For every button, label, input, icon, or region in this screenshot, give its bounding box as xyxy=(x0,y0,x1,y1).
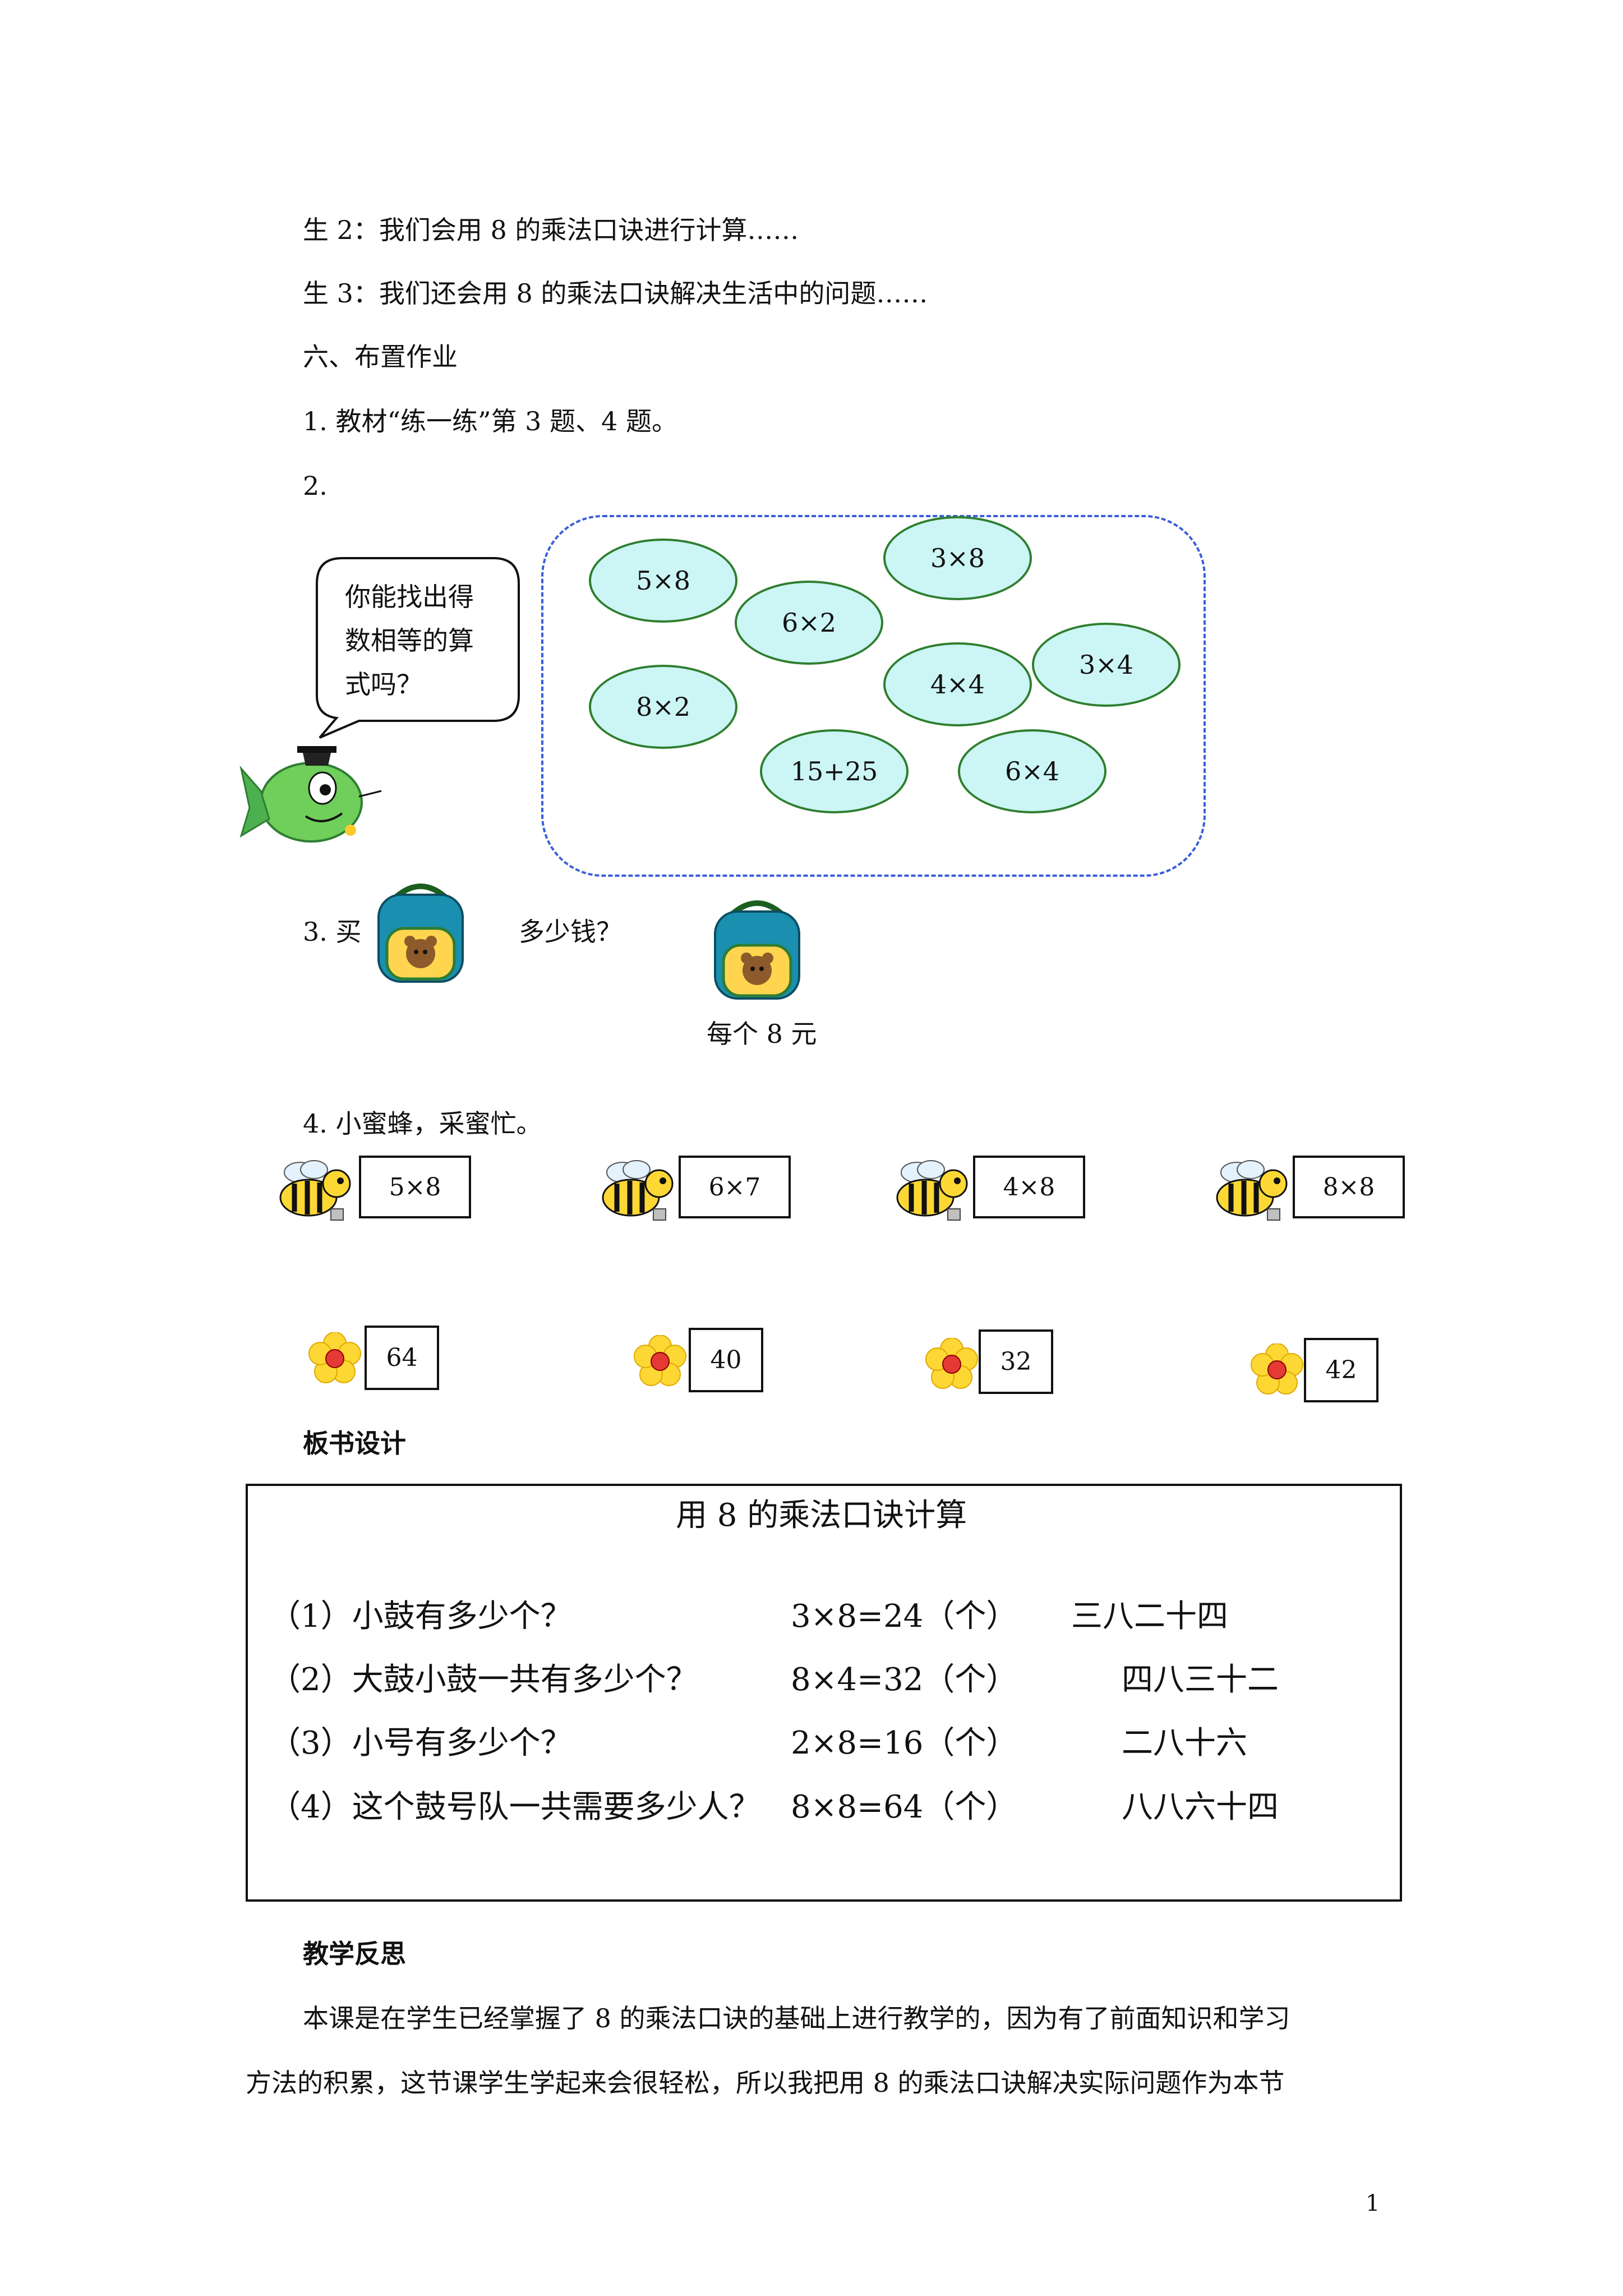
bubble-line-2: 数相等的算 xyxy=(345,625,474,656)
homework-heading: 六、布置作业 xyxy=(303,342,458,372)
q4-title: 4. 小蜜蜂，采蜜忙。 xyxy=(303,1108,542,1139)
oval-expression: 6×4 xyxy=(958,729,1106,813)
board-rhyme: 三八二十四 xyxy=(1071,1598,1228,1635)
homework-item-1: 1. 教材“练一练”第 3 题、4 题。 xyxy=(303,406,677,436)
student2-line: 生 2：我们会用 8 的乘法口诀进行计算…… xyxy=(303,215,799,245)
oval-expression: 15+25 xyxy=(760,729,909,813)
board-rhyme: 八八六十四 xyxy=(1122,1789,1279,1825)
speech-bubble: 你能找出得 数相等的算 式吗？ xyxy=(314,555,522,740)
oval-expression: 5×8 xyxy=(589,539,737,623)
flower-number-box: 40 xyxy=(689,1328,763,1392)
flower-number-box: 64 xyxy=(365,1326,439,1390)
board-question: （2）大鼓小鼓一共有多少个？ xyxy=(269,1662,698,1698)
board-equation: 8×8=64（个） xyxy=(791,1789,1018,1825)
reflection-paragraph-line-1: 本课是在学生已经掌握了 8 的乘法口诀的基础上进行教学的，因为有了前面知识和学习 xyxy=(303,2003,1290,2033)
reflection-heading: 教学反思 xyxy=(303,1939,406,1969)
board-question: （4）这个鼓号队一共需要多少人？ xyxy=(269,1789,760,1825)
student3-line: 生 3：我们还会用 8 的乘法口诀解决生活中的问题…… xyxy=(303,278,928,309)
oval-expression: 4×4 xyxy=(883,642,1032,726)
page-number: 1 xyxy=(1366,2191,1380,2216)
bee-icon xyxy=(597,1153,676,1226)
board-frame xyxy=(246,1484,1402,1902)
flower-icon xyxy=(634,1335,687,1388)
bee-expression-box: 8×8 xyxy=(1293,1156,1405,1218)
bee-expression-box: 6×7 xyxy=(679,1156,791,1218)
q3-prefix: 3. 买 xyxy=(303,917,362,947)
q3-price: 每个 8 元 xyxy=(707,1019,817,1049)
backpack-icon xyxy=(367,875,474,984)
oval-group-frame xyxy=(541,515,1206,877)
bubble-line-1: 你能找出得 xyxy=(345,582,474,612)
board-question: （1）小鼓有多少个？ xyxy=(269,1598,572,1635)
board-equation: 2×8=16（个） xyxy=(791,1725,1018,1761)
flower-number-box: 32 xyxy=(979,1329,1053,1394)
flower-number-box: 42 xyxy=(1304,1338,1378,1402)
board-rhyme: 四八三十二 xyxy=(1122,1662,1279,1698)
board-heading: 板书设计 xyxy=(303,1428,406,1458)
fish-mascot-icon xyxy=(238,724,384,858)
q3-suffix: 多少钱？ xyxy=(519,917,622,947)
bee-expression-box: 4×8 xyxy=(973,1156,1085,1218)
oval-expression: 3×4 xyxy=(1032,623,1181,707)
board-equation: 8×4=32（个） xyxy=(791,1662,1018,1698)
backpack-price-icon xyxy=(704,892,810,1001)
flower-icon xyxy=(1251,1343,1304,1397)
flower-icon xyxy=(308,1332,362,1386)
bee-icon xyxy=(892,1153,970,1226)
oval-expression: 8×2 xyxy=(589,665,737,749)
oval-expression: 6×2 xyxy=(735,581,883,665)
flower-icon xyxy=(925,1337,979,1391)
bee-icon xyxy=(1211,1153,1290,1226)
bee-icon xyxy=(275,1153,353,1226)
board-title: 用 8 的乘法口诀计算 xyxy=(676,1497,967,1534)
bubble-line-3: 式吗？ xyxy=(345,669,422,700)
board-question: （3）小号有多少个？ xyxy=(269,1725,572,1761)
bee-expression-box: 5×8 xyxy=(359,1156,471,1218)
board-equation: 3×8=24（个） xyxy=(791,1598,1018,1635)
oval-expression: 3×8 xyxy=(883,516,1032,600)
board-rhyme: 二八十六 xyxy=(1122,1725,1247,1761)
homework-item-2: 2. xyxy=(303,471,328,501)
reflection-paragraph-line-2: 方法的积累，这节课学生学起来会很轻松，所以我把用 8 的乘法口诀解决实际问题作为… xyxy=(246,2068,1285,2098)
